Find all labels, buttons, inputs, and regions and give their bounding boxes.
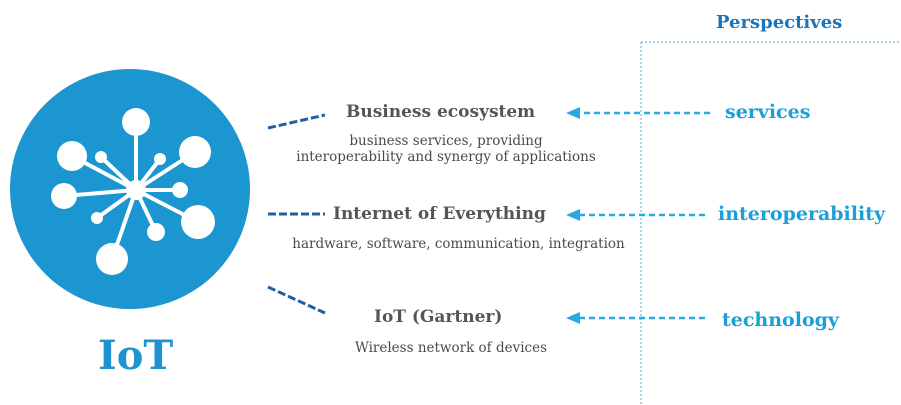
perspective-services: services [725, 101, 811, 123]
layer-description-iot-gartner: Wireless network of devices [350, 340, 552, 356]
perspective-interoperability: interoperability [718, 203, 886, 225]
layer-description-internet-of-everything: hardware, software, communication, integ… [281, 236, 636, 252]
connector-business-ecosystem [267, 113, 326, 130]
layer-description-line: hardware, software, communication, integ… [292, 236, 625, 252]
arrow-services-head [566, 107, 580, 119]
layer-title-business-ecosystem: Business ecosystem [346, 102, 536, 122]
layer-description-line: Wireless network of devices [354, 340, 548, 356]
iot-label: IoT [98, 332, 174, 379]
layer-description-line: interoperability and synergy of applicat… [296, 149, 596, 165]
network-hub-icon [10, 69, 250, 309]
perspectives-heading: Perspectives [716, 12, 843, 33]
connector-iot-gartner [267, 285, 326, 315]
perspective-technology: technology [722, 309, 839, 331]
layer-description-line: business services, providing [349, 133, 543, 149]
layer-title-iot-gartner: IoT (Gartner) [374, 307, 503, 327]
arrow-interoperability-head [566, 209, 580, 221]
layer-title-internet-of-everything: Internet of Everything [333, 204, 546, 224]
arrow-technology-head [566, 312, 580, 324]
layer-description-business-ecosystem: business services, providing interoperab… [290, 133, 602, 165]
